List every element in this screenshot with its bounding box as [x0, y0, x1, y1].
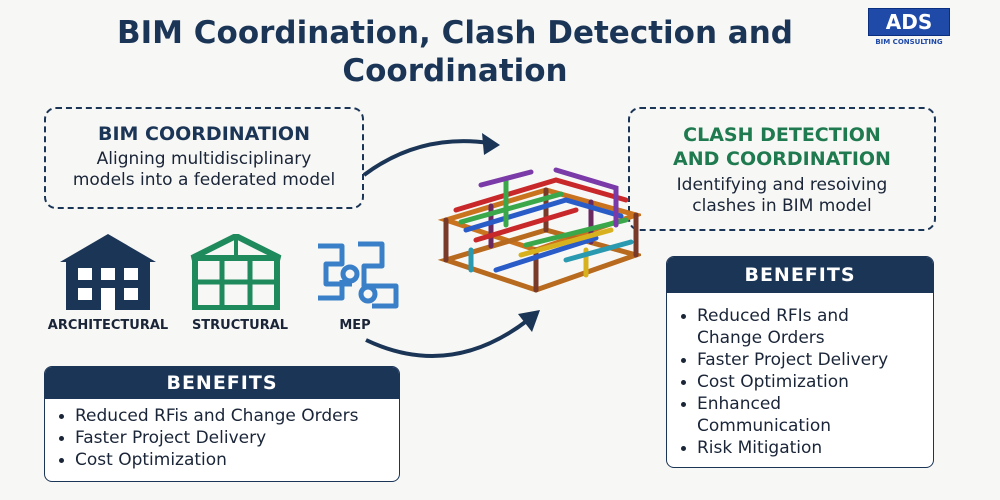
benefits-left-panel: BENEFITS Reduced RFis and Change Orders …: [44, 366, 400, 482]
benefit-item: Reduced RFIs and Change Orders: [667, 305, 933, 349]
logo-text: ADS: [868, 8, 950, 36]
discipline-label-architectural: ARCHITECTURAL: [47, 318, 169, 333]
benefits-left-list: Reduced RFis and Change Orders Faster Pr…: [45, 399, 399, 471]
federated-model-illustration: [437, 167, 641, 293]
benefits-right-heading: BENEFITS: [667, 257, 933, 293]
arrow-top: [362, 133, 500, 177]
benefit-item: Cost Optimization: [45, 449, 399, 471]
benefits-right-panel: BENEFITS Reduced RFIs and Change Orders …: [666, 256, 934, 468]
clash-detection-heading-line1: CLASH DETECTION: [683, 124, 881, 146]
discipline-label-structural: STRUCTURAL: [191, 318, 289, 333]
benefit-item: Enhanced Communication: [667, 393, 933, 437]
bim-coordination-line1: Aligning multidisciplinary: [96, 149, 312, 169]
clash-detection-heading-line2: AND COORDINATION: [673, 148, 891, 170]
benefits-right-list: Reduced RFIs and Change Orders Faster Pr…: [667, 293, 933, 459]
benefit-item: Reduced RFis and Change Orders: [45, 405, 399, 427]
pipes-icon: [312, 236, 402, 316]
benefit-item: Cost Optimization: [667, 371, 933, 393]
frame-structure-icon: [190, 232, 282, 314]
clash-detection-line1: Identifying and resoiving: [676, 175, 888, 195]
building-icon: [60, 232, 156, 314]
clash-detection-box: CLASH DETECTION AND COORDINATION Identif…: [628, 107, 936, 231]
page-title: BIM Coordination, Clash Detection and Co…: [117, 15, 793, 89]
arrow-bottom: [365, 310, 540, 358]
logo-subtext: BIM CONSULTING: [875, 38, 943, 46]
clash-detection-line2: clashes in BIM model: [692, 196, 872, 216]
company-logo: ADS BIM CONSULTING: [868, 8, 950, 46]
bim-coordination-box: BIM COORDINATION Aligning multidisciplin…: [44, 107, 364, 209]
benefit-item: Risk Mitigation: [667, 437, 933, 459]
bim-coordination-line2: models into a federated model: [72, 170, 336, 190]
benefit-item: Faster Project Delivery: [667, 349, 933, 371]
benefit-item: Faster Project Delivery: [45, 427, 399, 449]
bim-coordination-heading: BIM COORDINATION: [97, 123, 310, 145]
benefits-left-heading: BENEFITS: [45, 367, 399, 399]
discipline-label-mep: MEP: [339, 318, 371, 333]
